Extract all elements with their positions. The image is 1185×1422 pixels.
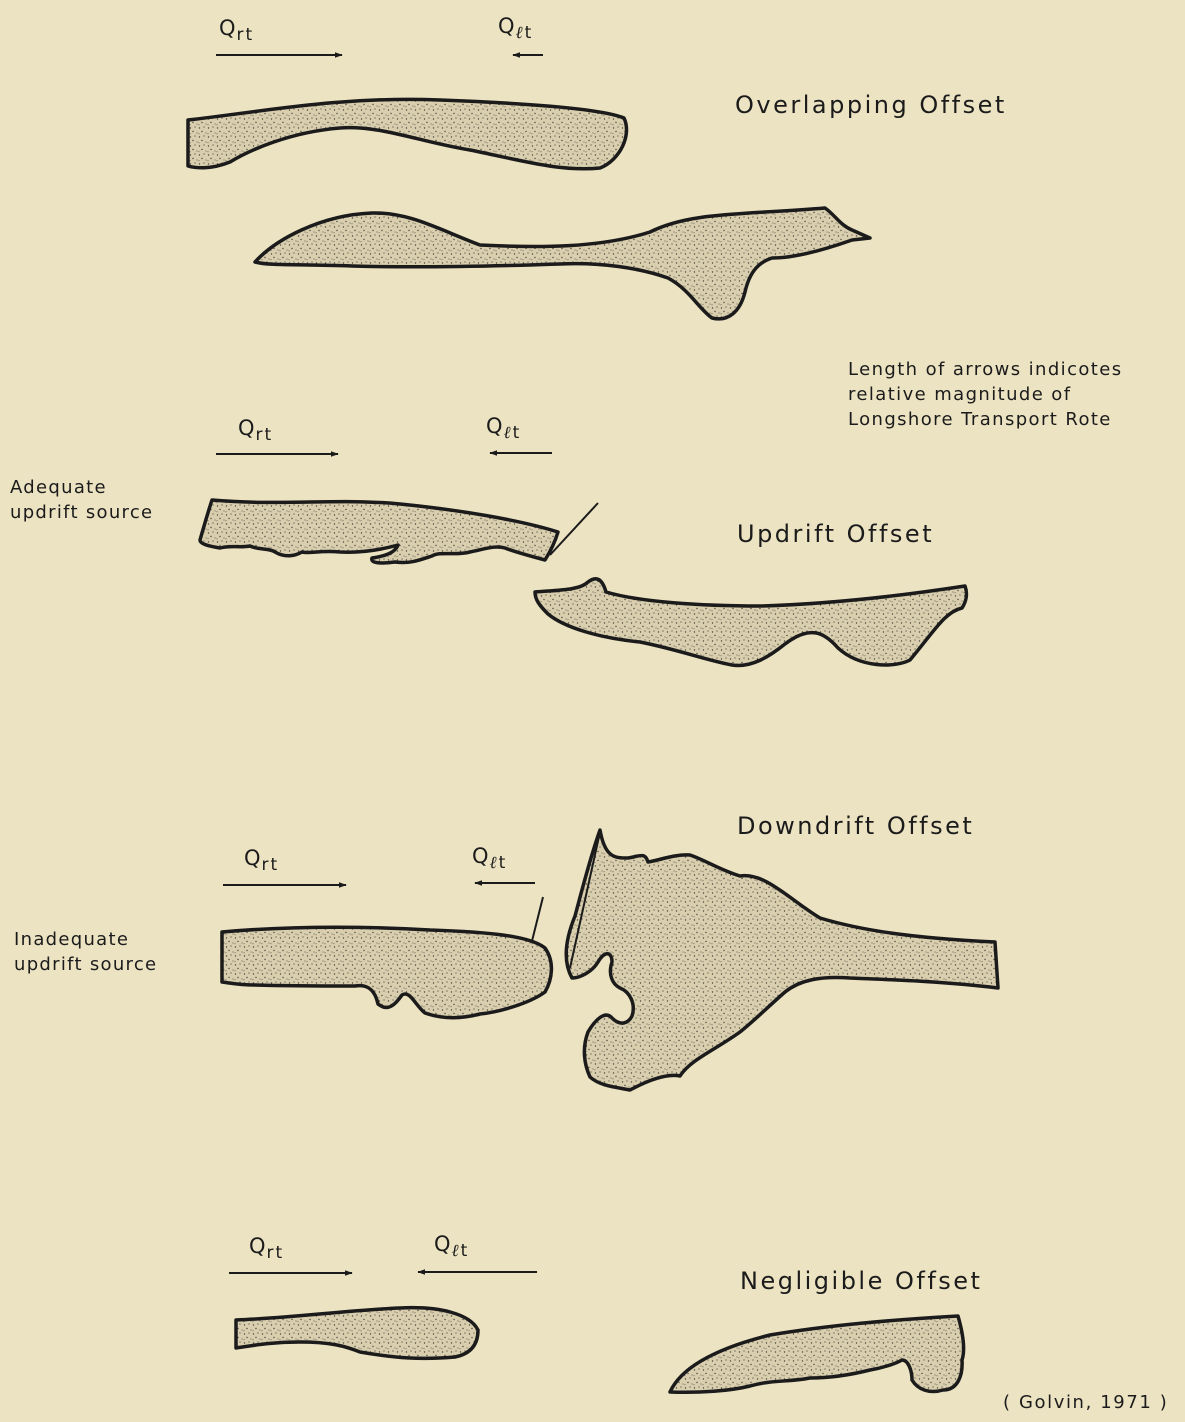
updrift-barrier-island	[200, 500, 558, 563]
q-right-label: Qrt	[244, 846, 279, 876]
q-left-label: Qℓt	[472, 844, 507, 874]
downdrift-barrier-island	[670, 1316, 964, 1392]
note-line: Length of arrows indicotes	[848, 357, 1123, 382]
note-line: relative magnitude of	[848, 382, 1123, 407]
jetty-line	[532, 897, 543, 941]
source-label-line: updrift source	[10, 500, 153, 525]
downdrift-offset-panel	[222, 830, 998, 1090]
jetty-line	[550, 503, 598, 555]
citation: ( Golvin, 1971 )	[1003, 1393, 1168, 1414]
q-left-label: Qℓt	[498, 14, 533, 44]
q-left-label: Qℓt	[486, 414, 521, 444]
note-line: Longshore Transport Rote	[848, 407, 1123, 432]
source-label-line: updrift source	[14, 952, 157, 977]
downdrift-barrier-island	[255, 208, 870, 319]
panel-title: Overlapping Offset	[735, 92, 1007, 120]
updrift-offset-panel	[200, 453, 966, 665]
source-label-line: Adequate	[10, 475, 153, 500]
panel-title: Updrift Offset	[737, 521, 934, 549]
updrift-barrier-island	[236, 1308, 478, 1359]
updrift-barrier-island	[222, 927, 551, 1017]
downdrift-barrier-island	[535, 579, 966, 666]
panel-title: Downdrift Offset	[737, 813, 974, 841]
updrift-barrier-island	[188, 99, 627, 168]
updrift-source-label: Adequate updrift source	[10, 475, 153, 525]
q-right-label: Qrt	[238, 416, 273, 446]
q-right-label: Qrt	[219, 16, 254, 46]
source-label-line: Inadequate	[14, 927, 157, 952]
downdrift-barrier-island	[566, 830, 998, 1090]
panel-title: Negligible Offset	[740, 1268, 982, 1296]
q-left-label: Qℓt	[434, 1232, 469, 1262]
updrift-source-label: Inadequate updrift source	[14, 927, 157, 977]
arrow-length-note: Length of arrows indicotes relative magn…	[848, 357, 1123, 432]
q-right-label: Qrt	[249, 1234, 284, 1264]
